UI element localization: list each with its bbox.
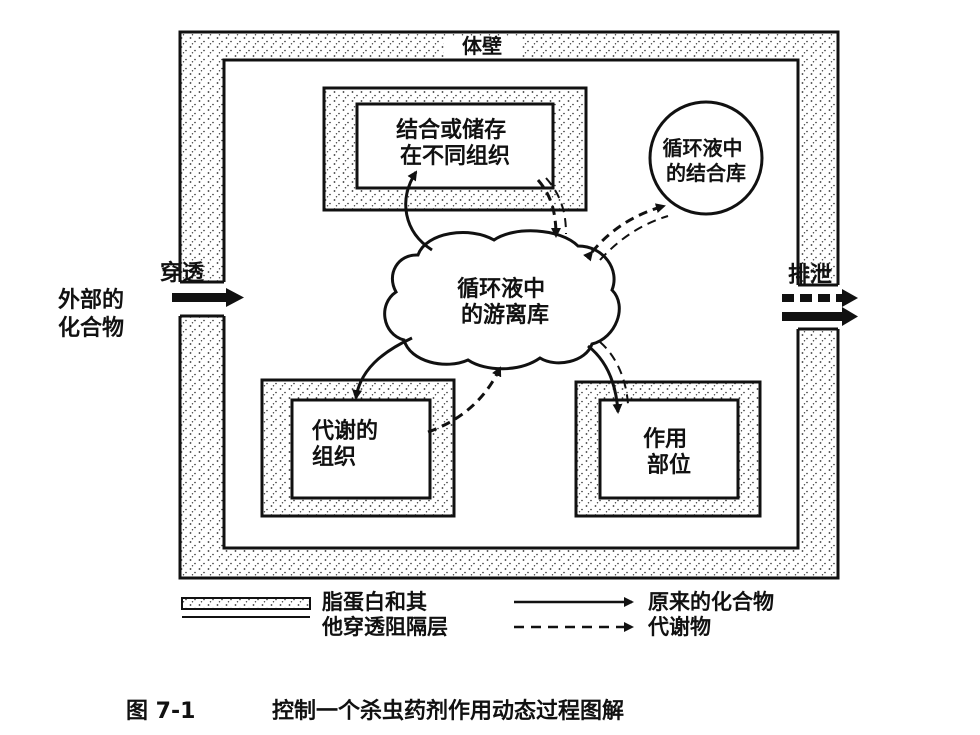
metabolic-tissue-box bbox=[260, 378, 456, 518]
legend-barrier-line-2: 他穿透阻隔层 bbox=[321, 615, 448, 639]
excretion-arrows bbox=[782, 289, 858, 326]
external-compound-label: 外部的 化合物 bbox=[58, 287, 132, 341]
site-of-action-label: 作用 部位 bbox=[643, 427, 695, 478]
free-pool-label: 循环液中 的游离库 bbox=[457, 276, 553, 328]
metabolic-tissue-line-1: 代谢的 bbox=[311, 418, 378, 444]
metabolic-tissue-label: 代谢的 组织 bbox=[311, 418, 386, 470]
free-pool-line-2: 的游离库 bbox=[461, 302, 549, 328]
penetration-arrow bbox=[172, 288, 244, 307]
arrow-free-to-action-dashed bbox=[599, 341, 629, 405]
bound-pool-label: 循环液中 的结合库 bbox=[663, 136, 750, 185]
site-of-action-line-2: 部位 bbox=[647, 452, 691, 478]
external-compound-line-2: 化合物 bbox=[58, 315, 124, 341]
binding-storage-line-2: 在不同组织 bbox=[400, 143, 510, 169]
legend: 脂蛋白和其 他穿透阻隔层 原来的化合物 代谢物 bbox=[181, 590, 774, 639]
arrow-free-bound-exchange bbox=[583, 203, 666, 262]
body-wall-label: 体壁 bbox=[462, 34, 502, 58]
site-of-action-box bbox=[574, 380, 762, 518]
legend-solid-label: 原来的化合物 bbox=[648, 590, 774, 614]
metabolic-tissue-line-2: 组织 bbox=[312, 444, 356, 470]
free-pool-line-1: 循环液中 bbox=[457, 276, 545, 302]
figure-number: 图 7-1 bbox=[126, 699, 195, 724]
bound-pool-circle bbox=[648, 100, 764, 216]
external-compound-line-1: 外部的 bbox=[58, 287, 124, 313]
arrow-free-to-metabolic bbox=[352, 336, 413, 400]
free-pool-cloud bbox=[383, 229, 621, 371]
binding-storage-line-1: 结合或储存 bbox=[396, 117, 506, 143]
excretion-label: 排泄 bbox=[788, 263, 832, 288]
arrow-metabolic-to-free bbox=[427, 366, 502, 434]
legend-barrier-swatch bbox=[181, 597, 311, 610]
bound-pool-line-1: 循环液中 bbox=[663, 136, 743, 160]
binding-storage-label: 结合或储存 在不同组织 bbox=[396, 117, 514, 169]
legend-barrier-label: 脂蛋白和其 他穿透阻隔层 bbox=[321, 590, 448, 639]
arrow-free-to-action bbox=[587, 344, 623, 414]
arrow-free-bound-exchange-2 bbox=[599, 215, 669, 261]
penetration-label: 穿透 bbox=[160, 260, 205, 286]
site-of-action-line-1: 作用 bbox=[643, 427, 687, 452]
arrow-storage-to-free bbox=[536, 179, 561, 238]
bound-pool-line-2: 的结合库 bbox=[666, 161, 746, 185]
figure-title: 控制一个杀虫药剂作用动态过程图解 bbox=[272, 698, 624, 724]
binding-storage-box bbox=[322, 86, 588, 212]
arrow-storage-to-free-2 bbox=[545, 177, 567, 235]
legend-dashed-label: 代谢物 bbox=[647, 615, 711, 639]
arrow-free-to-storage bbox=[404, 170, 433, 252]
legend-barrier-line-1: 脂蛋白和其 bbox=[322, 590, 427, 614]
